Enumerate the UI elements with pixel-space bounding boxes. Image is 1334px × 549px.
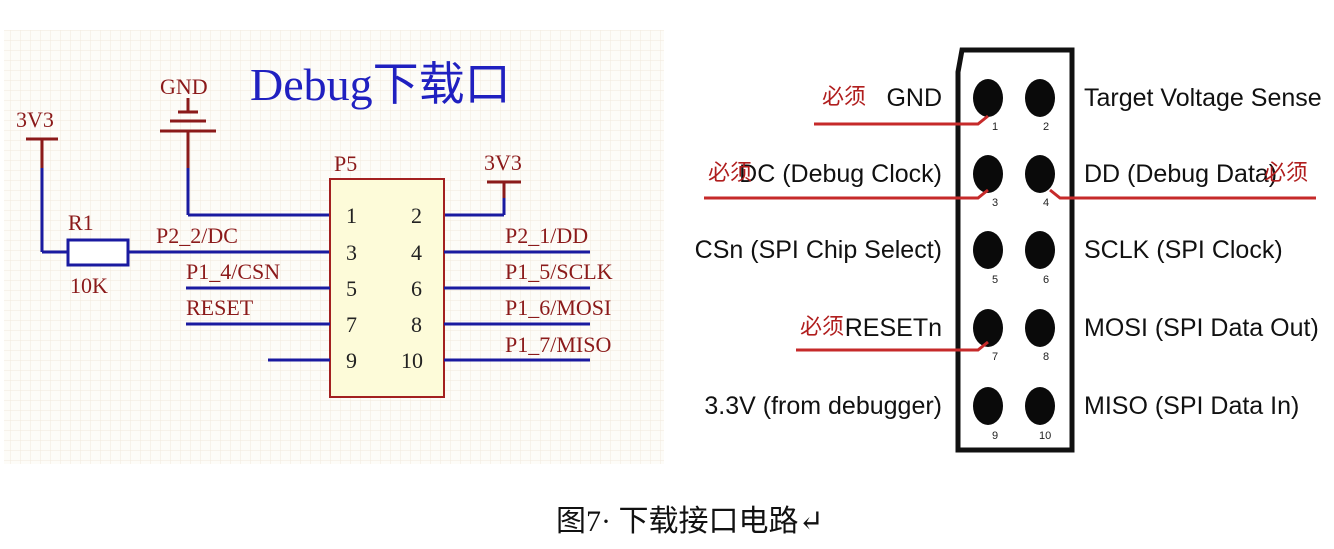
pin-4 bbox=[1025, 155, 1055, 193]
net-label: P1_4/CSN bbox=[186, 259, 280, 284]
pin-number: 4 bbox=[411, 240, 422, 265]
pin-label: DD (Debug Data) bbox=[1084, 160, 1277, 188]
required-marks: 必须 必须 必须 必须 bbox=[708, 84, 1308, 339]
pin-number: 8 bbox=[411, 312, 422, 337]
pin-number: 6 bbox=[1043, 274, 1049, 286]
pin-7 bbox=[973, 309, 1003, 347]
pin-number: 8 bbox=[1043, 351, 1049, 363]
pin-number: 10 bbox=[401, 348, 423, 373]
vcc-left-label: 3V3 bbox=[16, 107, 54, 132]
pin-2 bbox=[1025, 79, 1055, 117]
left-pin-wires bbox=[186, 286, 330, 362]
header-pins bbox=[973, 79, 1055, 425]
header-body bbox=[955, 47, 1075, 453]
pin-3 bbox=[973, 155, 1003, 193]
pin-1 bbox=[973, 79, 1003, 117]
pin-number: 7 bbox=[346, 312, 357, 337]
pin-10 bbox=[1025, 387, 1055, 425]
pin-number: 2 bbox=[1043, 121, 1049, 133]
connector-p5: P5 1 3 5 7 9 2 4 6 8 10 bbox=[329, 151, 445, 398]
right-pin-wires bbox=[444, 250, 590, 362]
net-label: P1_5/SCLK bbox=[505, 259, 613, 284]
net-label: P1_6/MOSI bbox=[505, 295, 611, 320]
connector-right-pin-numbers: 2 4 6 8 10 bbox=[401, 203, 423, 373]
connector-ref: P5 bbox=[334, 151, 357, 176]
pin-number: 4 bbox=[1043, 197, 1049, 209]
required-underlines bbox=[704, 114, 1316, 352]
gnd-symbol: GND bbox=[160, 74, 330, 217]
pin-number: 1 bbox=[346, 203, 357, 228]
resistor-value: 10K bbox=[70, 273, 108, 298]
net-label: P2_1/DD bbox=[505, 223, 588, 248]
schematic-title: Debug下载口 bbox=[250, 59, 511, 110]
pin-label: CSn (SPI Chip Select) bbox=[695, 236, 942, 264]
pin-label: SCLK (SPI Clock) bbox=[1084, 236, 1283, 264]
pin-label: DC (Debug Clock) bbox=[739, 160, 942, 188]
gnd-label: GND bbox=[160, 74, 208, 99]
required-mark: 必须 bbox=[1264, 160, 1308, 185]
figure-caption: 图7· 下载接口电路↵ bbox=[556, 505, 824, 538]
pin-number: 5 bbox=[992, 274, 998, 286]
net-label: P2_2/DC bbox=[156, 223, 238, 248]
pin-label: MOSI (SPI Data Out) bbox=[1084, 314, 1319, 342]
net-labels-left: P2_2/DC P1_4/CSN RESET bbox=[156, 223, 280, 320]
pinout-left-labels: GND DC (Debug Clock) CSn (SPI Chip Selec… bbox=[695, 84, 942, 420]
pin-label: RESETn bbox=[845, 314, 942, 342]
pin-5 bbox=[973, 231, 1003, 269]
vcc-right-symbol: 3V3 bbox=[444, 150, 522, 217]
vcc-left-symbol: 3V3 bbox=[16, 107, 68, 254]
pin-9 bbox=[973, 387, 1003, 425]
pin-8 bbox=[1025, 309, 1055, 347]
pin-label: GND bbox=[886, 84, 942, 112]
pin-label: MISO (SPI Data In) bbox=[1084, 392, 1299, 420]
pin-number: 6 bbox=[411, 276, 422, 301]
pin-number: 9 bbox=[346, 348, 357, 373]
resistor-ref: R1 bbox=[68, 210, 94, 235]
vcc-right-label: 3V3 bbox=[484, 150, 522, 175]
pin-label: Target Voltage Sense bbox=[1084, 84, 1322, 112]
resistor-r1: R1 10K bbox=[66, 210, 330, 298]
pin-number: 7 bbox=[992, 351, 998, 363]
pin-number: 5 bbox=[346, 276, 357, 301]
required-mark: 必须 bbox=[708, 160, 752, 185]
header-pin-numbers: 1 2 3 4 5 6 7 8 9 10 bbox=[992, 121, 1051, 442]
required-mark: 必须 bbox=[800, 314, 844, 339]
pinout-panel: 1 2 3 4 5 6 7 8 9 10 GND DC (Debug Clock… bbox=[695, 47, 1322, 453]
pin-number: 10 bbox=[1039, 430, 1051, 442]
pinout-right-labels: Target Voltage Sense DD (Debug Data) SCL… bbox=[1084, 84, 1322, 420]
pin-number: 9 bbox=[992, 430, 998, 442]
connector-left-pin-numbers: 1 3 5 7 9 bbox=[346, 203, 357, 373]
pin-number: 3 bbox=[992, 197, 998, 209]
pin-label: 3.3V (from debugger) bbox=[704, 392, 942, 420]
pin-number: 3 bbox=[346, 240, 357, 265]
net-labels-right: P2_1/DD P1_5/SCLK P1_6/MOSI P1_7/MISO bbox=[505, 223, 613, 357]
pin-number: 2 bbox=[411, 203, 422, 228]
pin-6 bbox=[1025, 231, 1055, 269]
required-mark: 必须 bbox=[822, 84, 866, 109]
net-label: RESET bbox=[186, 295, 254, 320]
schematic-panel: Debug下载口 3V3 R1 10K GND 3 bbox=[4, 30, 664, 464]
pin-number: 1 bbox=[992, 121, 998, 133]
net-label: P1_7/MISO bbox=[505, 332, 611, 357]
